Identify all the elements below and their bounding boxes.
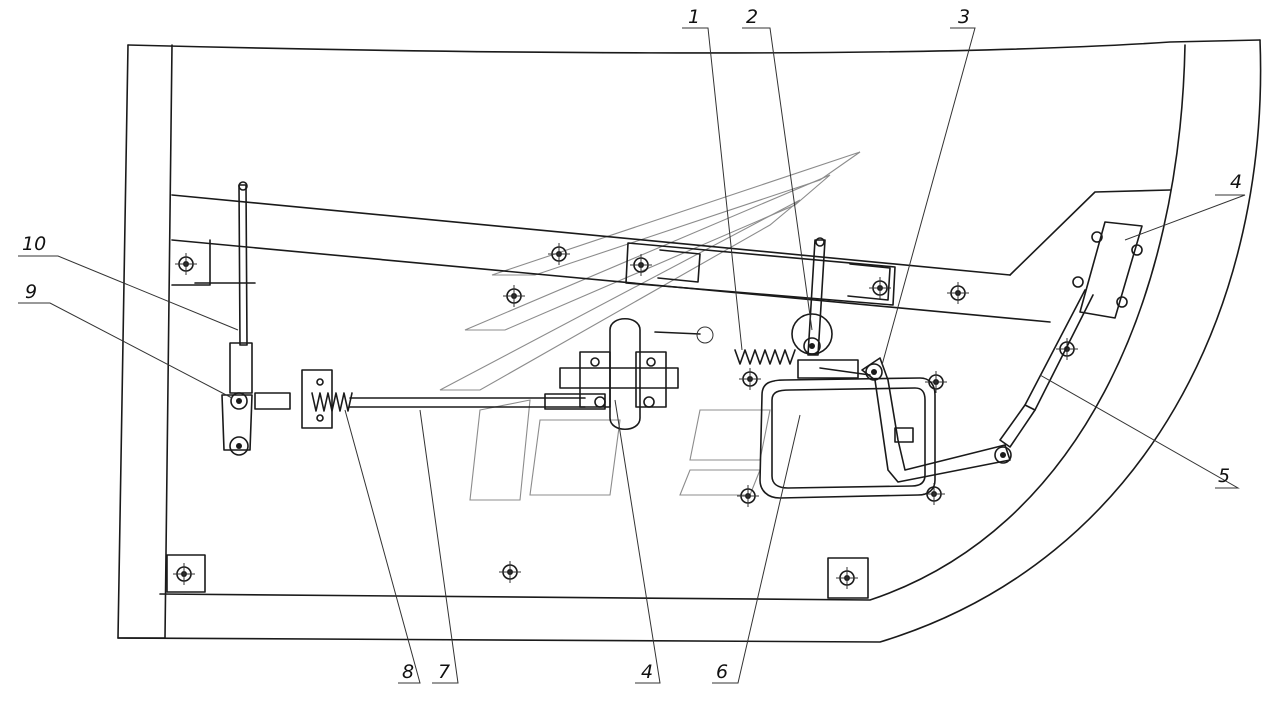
callout-7: 7 bbox=[438, 661, 450, 683]
callout-1: 1 bbox=[688, 6, 700, 28]
logo-watermark bbox=[439, 151, 861, 501]
callout-6: 6 bbox=[716, 661, 728, 683]
callout-5: 5 bbox=[1218, 465, 1230, 487]
latch-spring bbox=[654, 326, 796, 365]
lock-plate bbox=[1072, 221, 1143, 319]
callout-3: 3 bbox=[958, 6, 970, 28]
callout-9: 9 bbox=[25, 281, 37, 303]
callout-4-top: 4 bbox=[1230, 171, 1242, 193]
callout-4-bottom: 4 bbox=[641, 661, 653, 683]
callout-8: 8 bbox=[402, 661, 414, 683]
door-panel bbox=[117, 39, 1262, 643]
upper-bracket bbox=[625, 242, 896, 306]
handle-recess bbox=[759, 377, 936, 499]
callout-labels: 1 2 3 4 4 5 6 7 8 9 10 bbox=[22, 6, 1242, 683]
linkage-arm bbox=[861, 289, 1094, 483]
callout-10: 10 bbox=[22, 233, 46, 255]
lock-bracket bbox=[559, 317, 679, 431]
callout-2: 2 bbox=[746, 6, 758, 28]
control-rod bbox=[254, 369, 606, 429]
leader-lines bbox=[18, 27, 1246, 684]
bolt-crosshair-icon bbox=[173, 243, 1078, 589]
left-lever bbox=[194, 181, 256, 456]
